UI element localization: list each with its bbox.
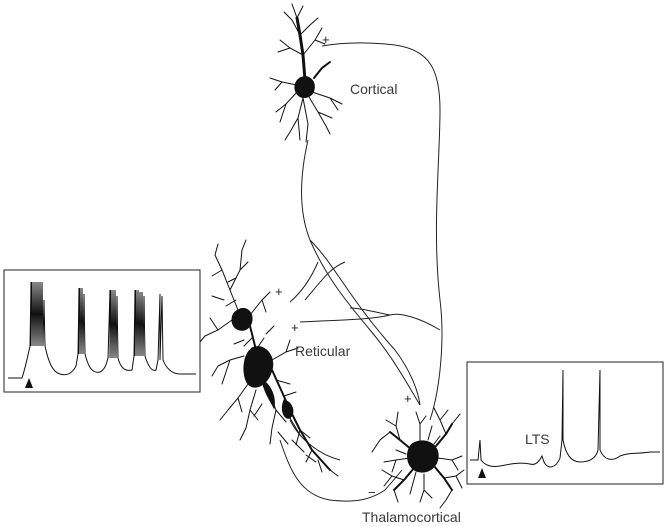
reticular-soma-upper	[231, 308, 253, 331]
reticular-recording-panel	[3, 269, 201, 393]
thalamocortical-ascending-axon	[321, 42, 443, 421]
cortico-reticular-collateral	[289, 261, 319, 303]
excitatory-sign-thalamus: +	[404, 391, 412, 406]
collateral-branch	[349, 307, 391, 316]
reticular-burst-trace	[8, 281, 196, 379]
excitatory-sign-cortex-input: +	[322, 32, 330, 47]
thalamocortical-stimulus-marker	[478, 468, 486, 478]
axon-pathways	[279, 42, 443, 502]
thalamocortical-label: Thalamocortical	[362, 509, 461, 525]
thalamocortical-recording-panel: LTS	[466, 361, 664, 485]
thalamocortical-neuron	[371, 407, 465, 509]
reticular-to-thalamus-axon	[279, 439, 403, 502]
cortical-descending-branch	[309, 239, 421, 406]
reticular-stimulus-marker	[25, 378, 33, 388]
excitatory-sign-reticular-cortical: +	[275, 284, 283, 299]
thalamo-reticular-collateral	[299, 313, 441, 331]
reticular-neuron	[199, 239, 339, 477]
lts-label: LTS	[525, 431, 550, 447]
cortical-label: Cortical	[350, 81, 397, 97]
thalamocortical-lts-trace	[470, 369, 660, 468]
excitatory-sign-reticular-thalamic: +	[291, 320, 299, 335]
reticular-label: Reticular	[295, 343, 351, 359]
inhibitory-sign-thalamus: −	[368, 485, 376, 500]
cortical-neuron	[269, 3, 343, 143]
reticular-axon-branch	[289, 419, 341, 461]
thalamocortical-soma	[407, 440, 439, 473]
cortical-descending-axon	[301, 139, 421, 406]
reticular-soma-main	[243, 346, 274, 388]
cortico-reticular-branch	[304, 261, 346, 301]
